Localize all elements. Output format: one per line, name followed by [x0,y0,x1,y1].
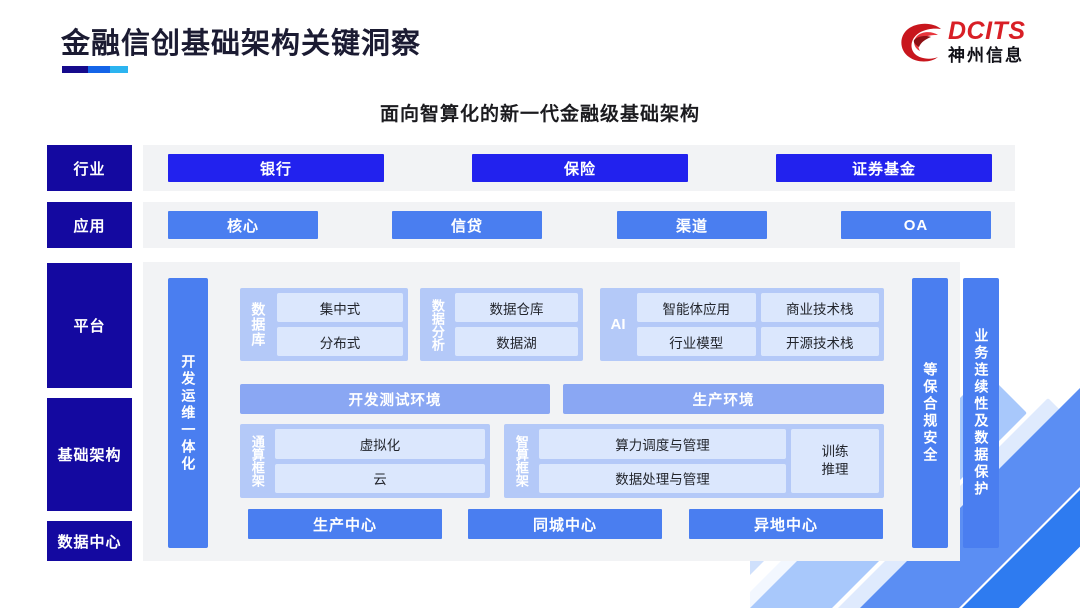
cell-agent-applications[interactable]: 智能体应用 [637,293,756,322]
cell-training-inference[interactable]: 训练 推理 [791,429,879,493]
group-row: 集中式 [277,293,403,322]
group-intelligent-compute-framework: 智算框架 算力调度与管理 数据处理与管理 训练 推理 [504,424,884,498]
datacenter-item-metro[interactable]: 同城中心 [468,509,662,539]
row-label-infrastructure: 基础架构 [47,398,132,511]
group-ai: AI 智能体应用 商业技术栈 行业模型 开源技术栈 [600,288,884,361]
group-intelligent-compute-framework-caption: 智算框架 [513,435,529,487]
industry-item-securities-funds[interactable]: 证券基金 [776,154,992,182]
application-item-channel-label: 渠道 [675,217,708,235]
slide-header: 金融信创基础架构关键洞察 DCITS 神州信息 [0,0,1080,88]
architecture-diagram: 行业 应用 平台 基础架构 数据中心 银行 保险 证券基金 核心 信 [0,140,1080,570]
group-database-caption: 数据库 [250,302,267,347]
application-item-credit-label: 信贷 [450,217,483,235]
row-label-application-text: 应用 [73,217,106,235]
industry-item-insurance-label: 保险 [563,160,596,178]
logo-text-en: DCITS [948,17,1026,45]
company-logo: DCITS 神州信息 [900,18,1050,74]
application-item-credit[interactable]: 信贷 [392,211,542,239]
cell-centralized[interactable]: 集中式 [277,293,403,322]
cell-virtualization[interactable]: 虚拟化 [275,429,485,459]
datacenter-item-metro-label: 同城中心 [532,516,597,534]
row-label-datacenter: 数据中心 [47,521,132,561]
rule-segment-2 [88,66,110,73]
cell-distributed[interactable]: 分布式 [277,327,403,356]
group-ai-caption: AI [610,316,626,333]
cell-commercial-stack[interactable]: 商业技术栈 [760,293,879,322]
page-title: 金融信创基础架构关键洞察 [61,28,422,60]
dcits-swoosh-icon [901,23,941,62]
datacenter-item-remote[interactable]: 异地中心 [689,509,883,539]
group-row: 智能体应用 商业技术栈 [637,293,879,322]
rule-segment-3 [109,66,128,73]
diagram-subtitle: 面向智算化的新一代金融级基础架构 [379,104,700,125]
cell-data-warehouse[interactable]: 数据仓库 [455,293,578,322]
group-general-compute-framework-body: 虚拟化 云 [275,429,485,493]
datacenter-item-production[interactable]: 生产中心 [248,509,442,539]
env-bar-dev-test-label: 开发测试环境 [348,392,442,409]
cell-industry-models[interactable]: 行业模型 [637,327,756,356]
group-row: 虚拟化 [275,429,485,459]
industry-item-insurance[interactable]: 保险 [472,154,688,182]
application-item-oa-label: OA [903,216,929,234]
group-general-compute-framework: 通算框架 虚拟化 云 [240,424,490,498]
datacenter-item-production-label: 生产中心 [312,516,377,534]
env-bar-production-label: 生产环境 [692,392,755,409]
group-row: 数据仓库 [455,293,578,322]
group-data-analytics: 数据分析 数据仓库 数据湖 [420,288,583,361]
group-ai-body: 智能体应用 商业技术栈 行业模型 开源技术栈 [637,293,879,356]
application-item-core-label: 核心 [226,217,259,235]
application-item-oa[interactable]: OA [841,211,991,239]
group-general-compute-framework-caption: 通算框架 [249,435,265,487]
industry-item-securities-funds-label: 证券基金 [851,160,916,178]
group-database: 数据库 集中式 分布式 [240,288,408,361]
vertical-bar-devops-label: 开发运维一体化 [180,353,197,473]
datacenter-item-remote-label: 异地中心 [753,516,818,534]
logo-wordmark: DCITS 神州信息 [948,18,1026,66]
cell-cloud[interactable]: 云 [275,463,485,493]
row-label-platform: 平台 [47,263,132,388]
group-intelligent-compute-rows: 算力调度与管理 数据处理与管理 [539,429,786,493]
application-item-core[interactable]: 核心 [168,211,318,239]
group-row: 数据湖 [455,327,578,356]
group-row: 数据处理与管理 [539,463,786,493]
env-bar-dev-test[interactable]: 开发测试环境 [240,384,550,414]
cell-compute-scheduling[interactable]: 算力调度与管理 [539,429,786,459]
vertical-bar-compliance: 等保合规安全 [912,278,948,548]
group-row: 算力调度与管理 [539,429,786,459]
cell-inference-label: 推理 [821,462,849,477]
row-label-platform-text: 平台 [73,318,106,335]
rule-segment-1 [62,66,89,73]
cell-training-label: 训练 [821,443,849,459]
cell-data-processing[interactable]: 数据处理与管理 [539,463,786,493]
row-label-infrastructure-text: 基础架构 [57,447,122,464]
row-label-industry-text: 行业 [73,160,106,178]
cell-opensource-stack[interactable]: 开源技术栈 [760,327,879,356]
group-database-body: 集中式 分布式 [277,293,403,356]
group-intelligent-compute-framework-body: 算力调度与管理 数据处理与管理 训练 推理 [539,429,879,493]
vertical-bar-compliance-label: 等保合规安全 [922,362,939,464]
cell-data-lake[interactable]: 数据湖 [455,327,578,356]
row-label-industry: 行业 [47,145,132,191]
title-underline-rule [62,66,128,73]
vertical-bar-devops: 开发运维一体化 [168,278,208,548]
industry-item-bank-label: 银行 [259,160,292,178]
logo-text-cn: 神州信息 [948,46,1024,65]
group-data-analytics-caption: 数据分析 [429,298,445,351]
group-row: 行业模型 开源技术栈 [637,327,879,356]
env-bar-production[interactable]: 生产环境 [563,384,884,414]
industry-item-bank[interactable]: 银行 [168,154,384,182]
row-label-application: 应用 [47,202,132,248]
vertical-bar-continuity: 业务连续性及数据保护 [963,278,999,548]
application-item-channel[interactable]: 渠道 [617,211,767,239]
vertical-bar-continuity-label: 业务连续性及数据保护 [973,328,990,498]
group-data-analytics-body: 数据仓库 数据湖 [455,293,578,356]
row-label-datacenter-text: 数据中心 [57,533,122,551]
group-row: 分布式 [277,327,403,356]
group-row: 云 [275,463,485,493]
